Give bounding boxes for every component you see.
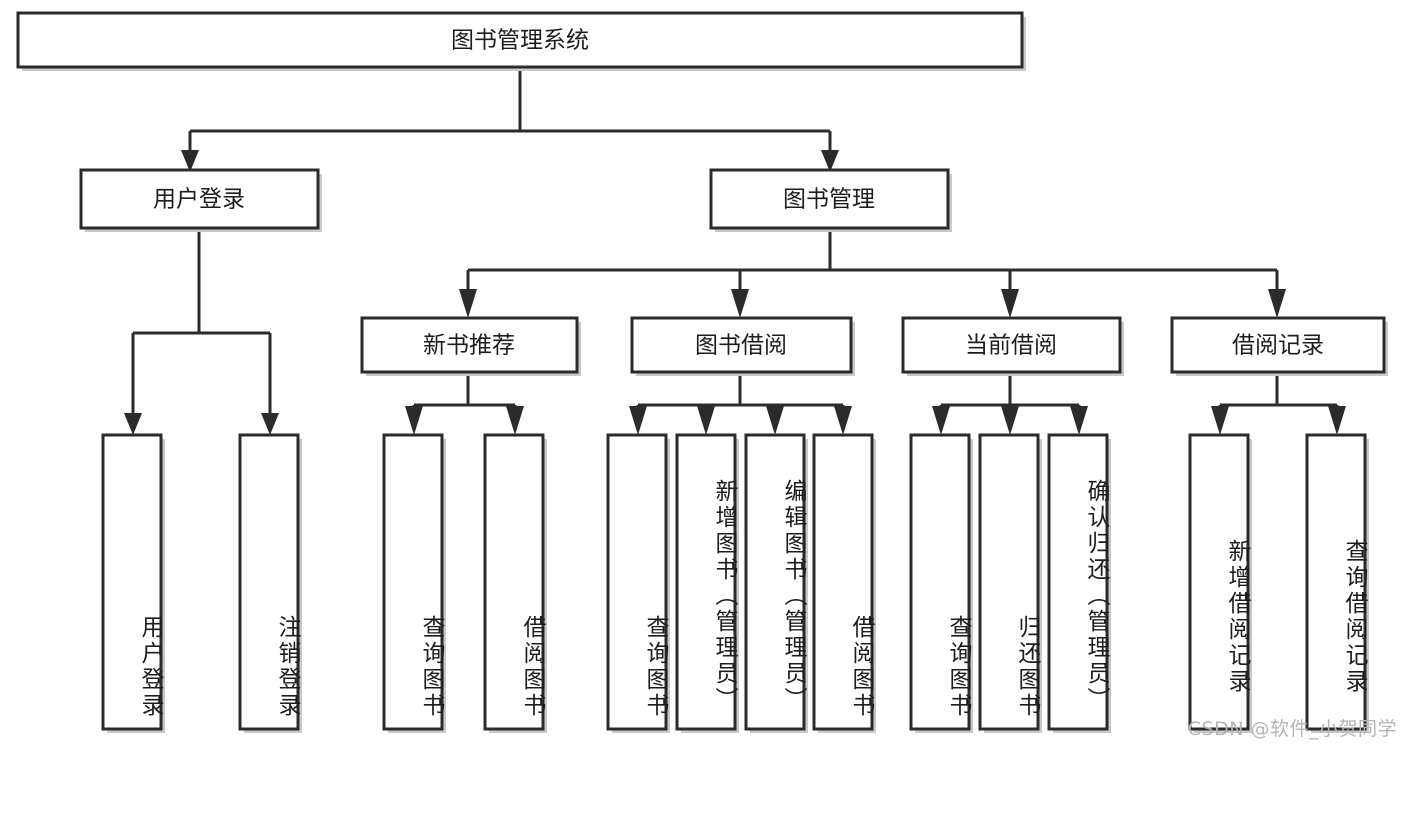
- arrow-current-borrow-leaf-1: [932, 406, 950, 435]
- leaf-current-borrow-return[interactable]: [978, 433, 1042, 733]
- flowchart-canvas: 图书管理系统 用户登录 图书管理 新书推荐: [16, 11, 1397, 740]
- arrow-to-borrow-record: [1268, 289, 1286, 318]
- arrow-book-borrow-leaf-2: [697, 406, 715, 435]
- node-book-borrow-label: 图书借阅: [695, 333, 787, 359]
- leaf-user-login-logout-box: [238, 433, 300, 731]
- arrow-book-borrow-leaf-1: [629, 406, 647, 435]
- flowchart-svg: 图书管理系统 用户登录 图书管理 新书推荐: [16, 11, 1388, 733]
- node-current-borrow-box: [901, 316, 1122, 374]
- arrow-book-borrow-leaf-4: [834, 406, 852, 435]
- arrow-user-login-leaf-2: [261, 413, 279, 435]
- node-user-login[interactable]: 用户登录: [79, 168, 322, 232]
- leaf-user-login-login-box: [101, 433, 163, 731]
- csdn-watermark: CSDN @软件_小贺同学: [1187, 718, 1397, 740]
- node-root-label: 图书管理系统: [451, 28, 589, 54]
- node-new-book-recommend-label: 新书推荐: [423, 333, 515, 359]
- arrow-new-book-leaf-2: [506, 406, 524, 435]
- node-book-borrow-box: [630, 316, 853, 374]
- leaf-user-login-logout[interactable]: [238, 433, 302, 733]
- arrow-current-borrow-leaf-2: [1001, 406, 1019, 435]
- leaf-user-login-login[interactable]: [101, 433, 165, 733]
- arrow-to-new-book: [459, 289, 477, 318]
- connector-layer: [124, 67, 1346, 435]
- leaf-book-borrow-add[interactable]: [675, 433, 739, 733]
- node-current-borrow-label: 当前借阅: [965, 333, 1057, 359]
- node-book-borrow[interactable]: 图书借阅: [630, 316, 855, 376]
- node-user-login-box: [79, 168, 320, 230]
- arrow-to-book-borrow: [731, 289, 749, 318]
- leaf-borrow-record-query-box: [1305, 433, 1367, 731]
- node-borrow-record-label: 借阅记录: [1232, 333, 1324, 359]
- arrow-to-current-borrow: [1001, 289, 1019, 318]
- node-root[interactable]: 图书管理系统: [16, 11, 1026, 71]
- node-borrow-record-box: [1170, 316, 1386, 374]
- node-book-management[interactable]: 图书管理: [709, 168, 952, 232]
- leaf-current-borrow-query-box: [909, 433, 971, 731]
- leaf-borrow-record-add[interactable]: [1188, 433, 1252, 733]
- leaf-book-borrow-add-box: [675, 433, 737, 731]
- node-borrow-record[interactable]: 借阅记录: [1170, 316, 1388, 376]
- leaf-book-borrow-query[interactable]: [606, 433, 670, 733]
- node-book-management-box: [709, 168, 950, 230]
- arrow-new-book-leaf-1: [405, 406, 423, 435]
- leaf-book-borrow-borrow[interactable]: [812, 433, 876, 733]
- arrow-book-borrow-leaf-3: [766, 406, 784, 435]
- arrow-current-borrow-leaf-3: [1070, 406, 1088, 435]
- arrow-user-login-leaf-1: [124, 413, 142, 435]
- leaf-current-borrow-return-box: [978, 433, 1040, 731]
- leaf-new-book-borrow-box: [483, 433, 545, 731]
- node-current-borrow[interactable]: 当前借阅: [901, 316, 1124, 376]
- node-book-management-label: 图书管理: [783, 187, 875, 213]
- node-root-box: [16, 11, 1024, 69]
- leaf-current-borrow-confirm[interactable]: [1047, 433, 1111, 733]
- leaf-book-borrow-query-box: [606, 433, 668, 731]
- leaf-current-borrow-query[interactable]: [909, 433, 973, 733]
- leaf-book-borrow-edit[interactable]: [744, 433, 808, 733]
- leaf-borrow-record-add-box: [1188, 433, 1250, 731]
- leaf-new-book-query-box: [382, 433, 444, 731]
- leaf-new-book-query[interactable]: [382, 433, 446, 733]
- node-layer: 图书管理系统 用户登录 图书管理 新书推荐: [16, 11, 1388, 733]
- node-new-book-recommend-box: [360, 316, 579, 374]
- arrow-borrow-record-leaf-2: [1328, 406, 1346, 435]
- node-user-login-label: 用户登录: [153, 187, 245, 213]
- leaf-book-borrow-borrow-box: [812, 433, 874, 731]
- leaf-borrow-record-query[interactable]: [1305, 433, 1369, 733]
- leaf-current-borrow-confirm-box: [1047, 433, 1109, 731]
- leaf-book-borrow-edit-box: [744, 433, 806, 731]
- node-new-book-recommend[interactable]: 新书推荐: [360, 316, 581, 376]
- arrow-root-to-book-mgmt: [821, 150, 839, 172]
- arrow-root-to-user-login: [181, 150, 199, 172]
- arrow-borrow-record-leaf-1: [1211, 406, 1229, 435]
- leaf-new-book-borrow[interactable]: [483, 433, 547, 733]
